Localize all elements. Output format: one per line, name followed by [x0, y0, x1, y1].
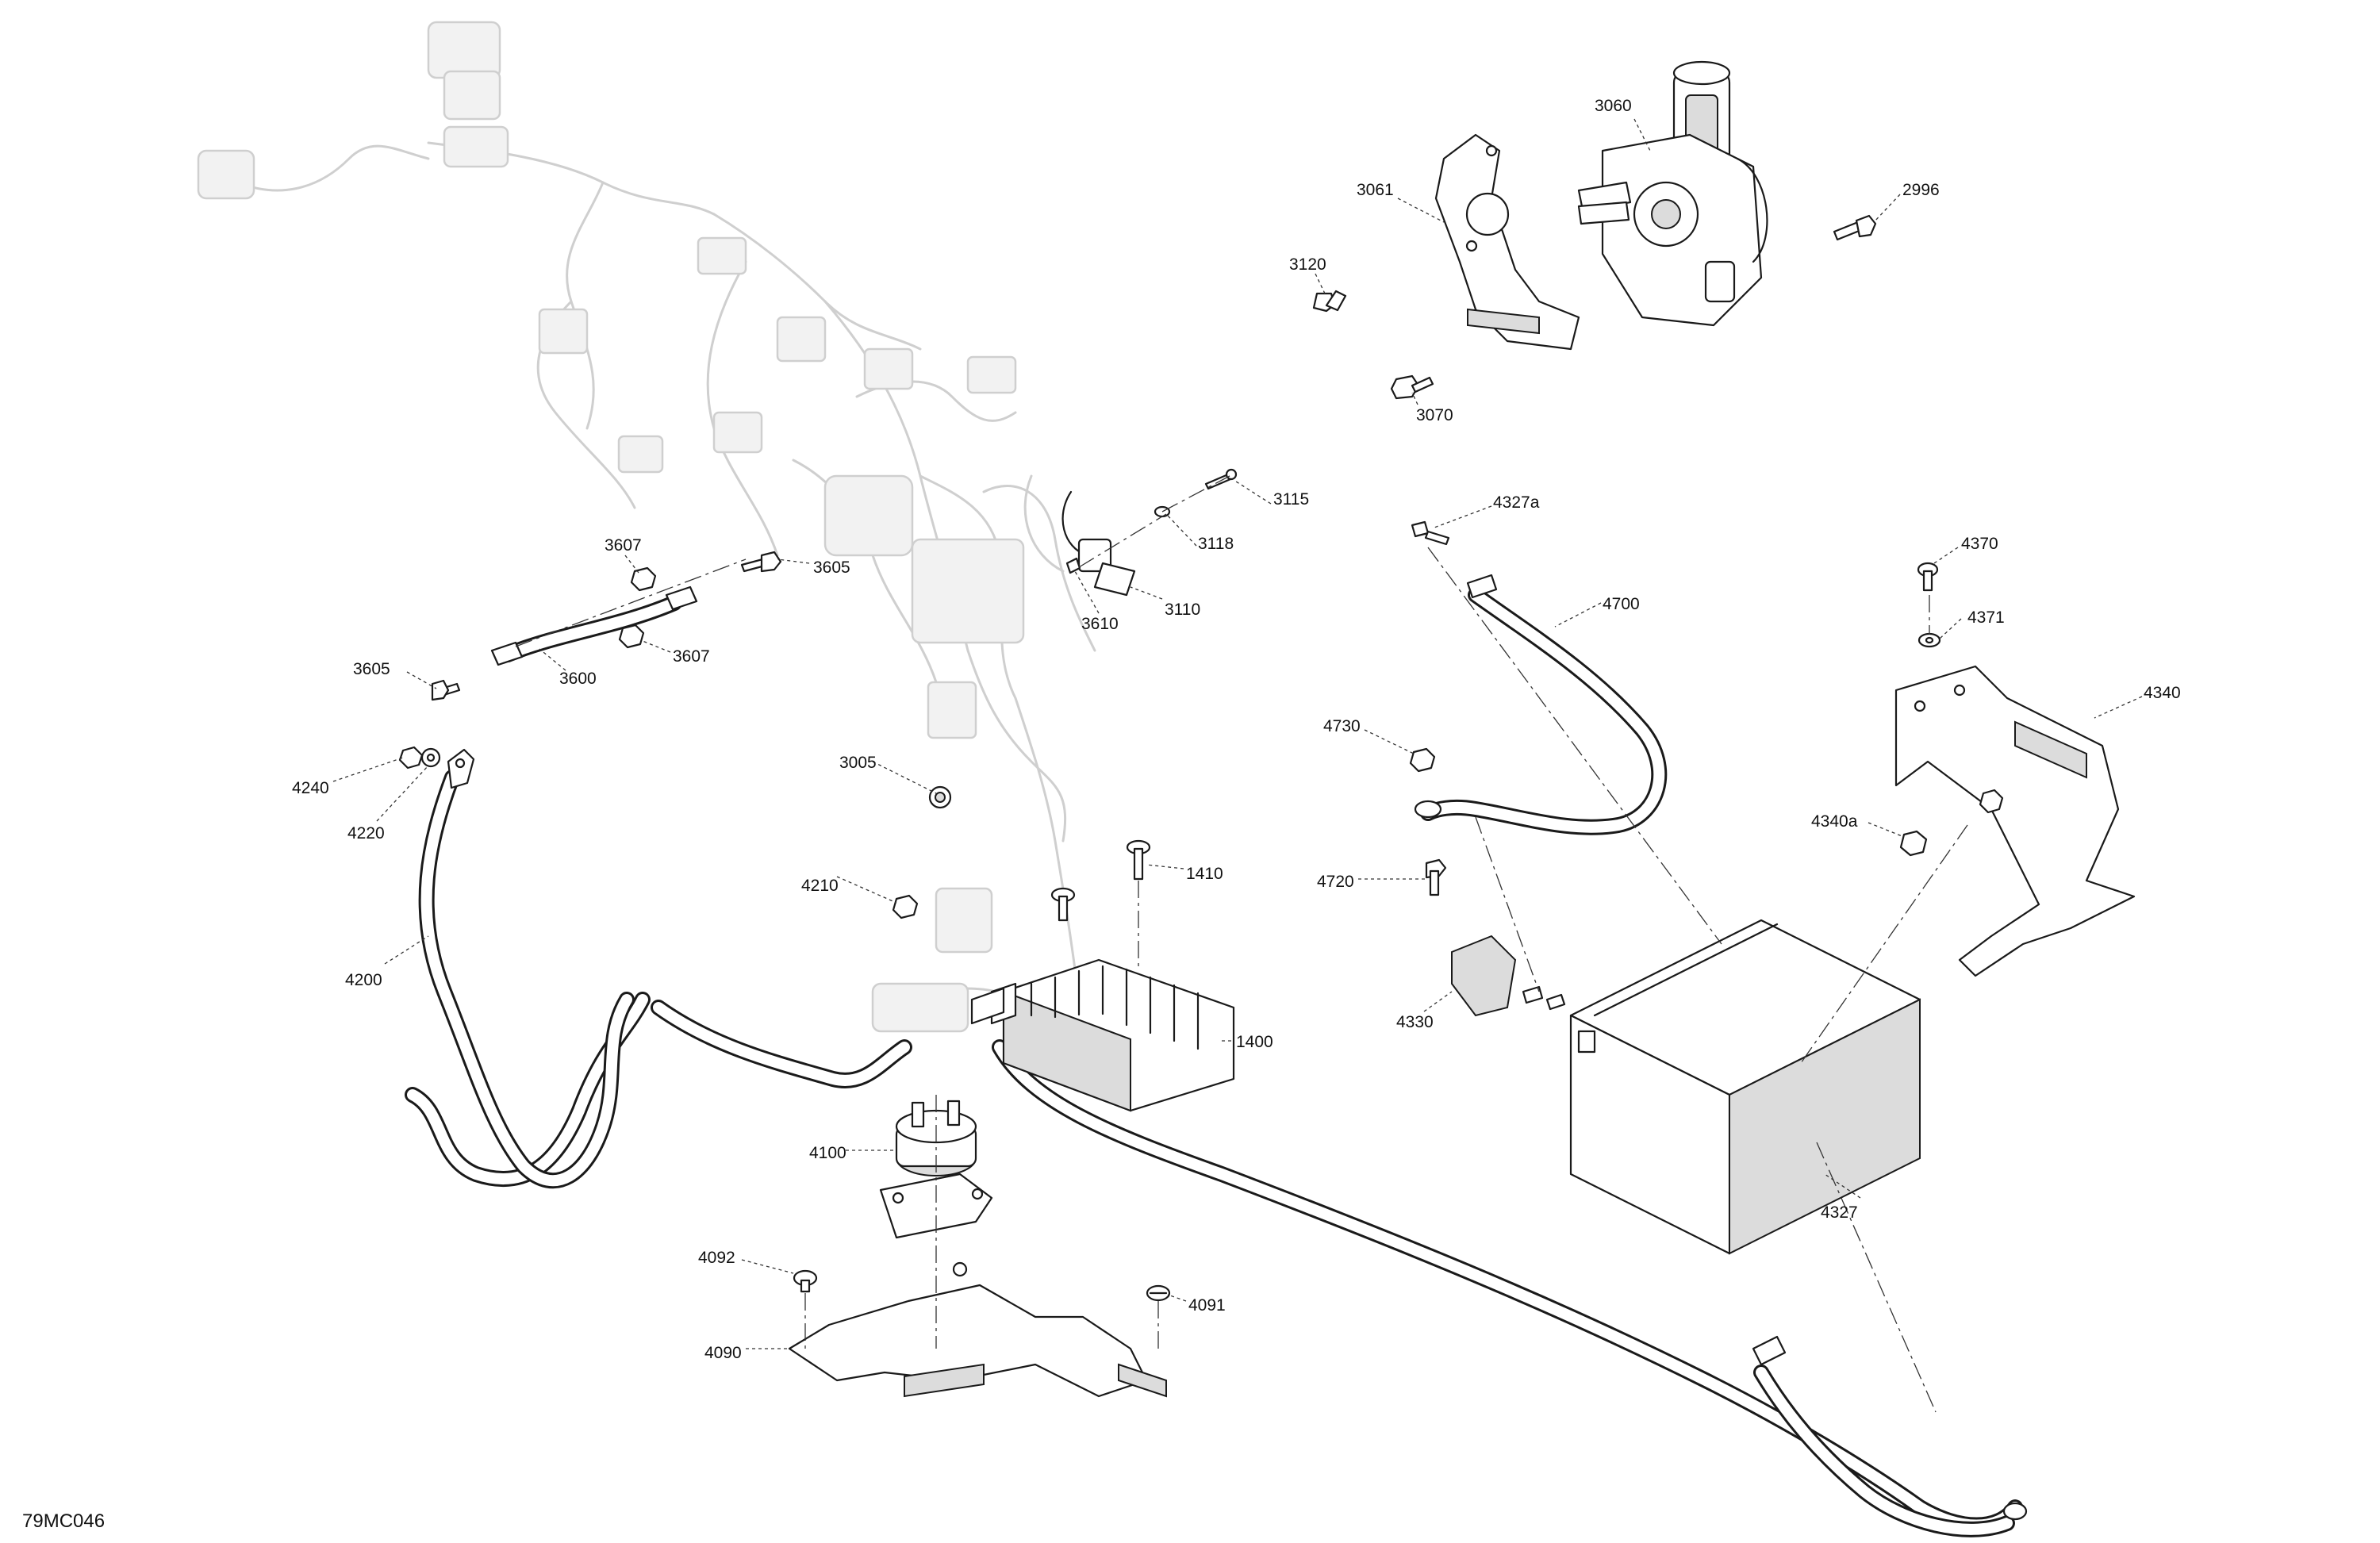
washer-4371 [1917, 632, 1941, 648]
label-2996: 2996 [1902, 181, 1940, 199]
bracket-3061 [1434, 133, 1580, 351]
bolt-4370 [1917, 562, 1939, 592]
assembly-axes [515, 475, 1968, 1413]
label-1400: 1400 [1236, 1033, 1273, 1051]
label-4220: 4220 [347, 824, 385, 843]
label-4092: 4092 [698, 1249, 735, 1267]
bolt-4327a [1411, 520, 1450, 546]
part-labels: 2996 3060 3061 3120 3070 3115 3118 3110 … [292, 97, 2181, 1362]
cable-4700 [1414, 574, 1668, 835]
nut-4340a [1899, 789, 2004, 857]
bolt-3120 [1312, 290, 1347, 313]
label-3118: 3118 [1198, 535, 1234, 553]
bolt-1410 [1126, 839, 1151, 881]
leader-lines [332, 118, 2143, 1349]
label-4327a: 4327a [1493, 493, 1540, 512]
screw-3610 [1065, 557, 1081, 574]
nut-3607a [630, 566, 657, 592]
nut-4240 [398, 746, 424, 770]
bolt-4720 [1425, 858, 1447, 896]
label-4730: 4730 [1323, 717, 1361, 735]
diagram-reference-code: 79MC046 [22, 1510, 105, 1532]
label-4210: 4210 [801, 877, 839, 895]
screw-4091 [1146, 1284, 1171, 1302]
regulator-1400 [970, 958, 1235, 1112]
strap-3600 [490, 585, 698, 666]
label-4340a: 4340a [1811, 812, 1858, 831]
label-3115: 3115 [1273, 490, 1309, 509]
label-4371: 4371 [1967, 608, 2005, 627]
bracket-4340 [1894, 665, 2136, 977]
washer-4220 [420, 747, 441, 768]
bolt-3070 [1390, 374, 1434, 400]
label-3600: 3600 [559, 670, 597, 688]
label-4090: 4090 [704, 1344, 742, 1362]
bolt-3605b [431, 679, 461, 701]
label-3061: 3061 [1357, 181, 1394, 199]
label-3605-left: 3605 [353, 660, 390, 678]
bolt-1410b [1050, 887, 1076, 922]
terminal-cap-4330 [1451, 935, 1566, 1017]
label-3070: 3070 [1416, 406, 1453, 424]
label-4100: 4100 [809, 1144, 846, 1162]
grommet-3005 [928, 785, 952, 809]
sensor-3110 [1061, 490, 1136, 597]
nut-4730 [1409, 747, 1436, 773]
nut-4210 [892, 894, 919, 919]
ghosted-wiring-harness [197, 21, 1096, 1033]
label-4720: 4720 [1317, 873, 1354, 891]
label-4200: 4200 [345, 971, 382, 989]
label-3060: 3060 [1595, 97, 1632, 115]
label-3610: 3610 [1081, 615, 1119, 633]
label-3605-right: 3605 [813, 558, 850, 577]
bracket-4090 [788, 1261, 1167, 1398]
nut-3607b [618, 624, 645, 649]
label-3005: 3005 [839, 754, 877, 772]
label-4700: 4700 [1603, 595, 1640, 613]
label-4370: 4370 [1961, 535, 1998, 553]
label-4327: 4327 [1821, 1203, 1858, 1222]
label-4091: 4091 [1188, 1296, 1226, 1315]
label-4240: 4240 [292, 779, 329, 797]
label-1410: 1410 [1186, 865, 1223, 883]
label-3607-bottom: 3607 [673, 647, 710, 666]
bolt-3605a [740, 551, 782, 573]
bolt-2996 [1833, 214, 1877, 241]
label-3120: 3120 [1289, 255, 1326, 274]
label-4340: 4340 [2144, 684, 2181, 702]
battery-4327 [1569, 919, 1921, 1255]
label-3607-top: 3607 [605, 536, 642, 555]
screw-4092 [793, 1269, 818, 1293]
label-4330: 4330 [1396, 1013, 1434, 1031]
actuator-3060 [1577, 60, 1768, 327]
cable-4200 [418, 748, 635, 1189]
label-3110: 3110 [1165, 601, 1200, 619]
